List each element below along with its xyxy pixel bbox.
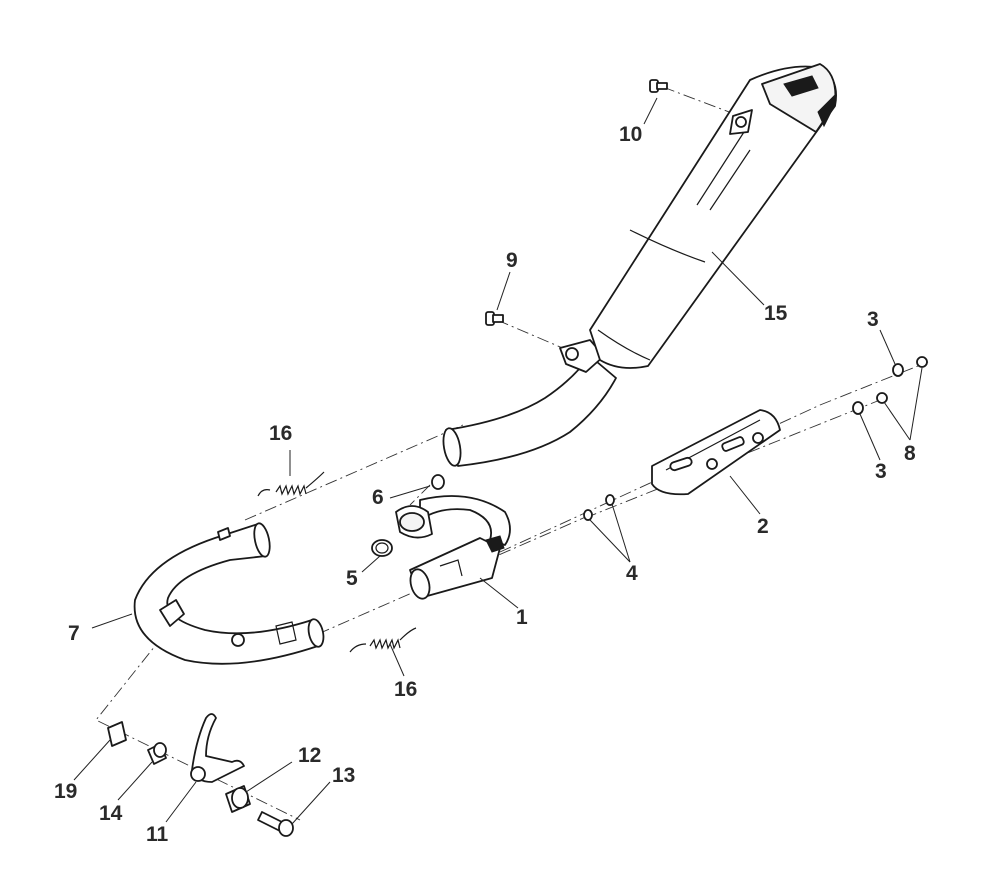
callout-2: 2 (757, 515, 769, 538)
callout-5: 5 (346, 567, 358, 590)
callout-12: 12 (298, 744, 321, 767)
bolt-part-13 (257, 811, 294, 837)
nut-part-6 (431, 474, 445, 490)
callout-11: 11 (146, 823, 169, 846)
callout-10: 10 (619, 123, 642, 146)
callout-19: 19 (54, 780, 77, 803)
clip-part-19 (107, 721, 127, 747)
spring-part-16-upper (257, 471, 325, 497)
callout-13: 13 (332, 764, 355, 787)
heat-shield-part-2 (651, 409, 781, 496)
callout-3-upper: 3 (867, 308, 879, 331)
callout-9: 9 (506, 249, 518, 272)
callout-3-lower: 3 (875, 460, 887, 483)
callout-4: 4 (626, 562, 638, 585)
callout-7: 7 (68, 622, 80, 645)
collector-part-1 (409, 535, 505, 600)
spring-part-16-lower (349, 627, 417, 653)
callout-6: 6 (372, 486, 384, 509)
bolt-part-10 (649, 79, 668, 93)
silencer-part-15 (442, 63, 837, 467)
bracket-part-11 (190, 713, 245, 783)
callout-8: 8 (904, 442, 916, 465)
bolt-part-8 (876, 356, 928, 404)
bolt-part-9 (485, 311, 504, 326)
spacer-part-14 (147, 742, 167, 765)
header-pipe-part-7 (133, 522, 325, 665)
callout-16-lower: 16 (394, 678, 417, 701)
gasket-part-5 (371, 539, 393, 557)
callout-labels: 1 2 3 3 4 5 6 7 8 9 10 11 12 13 14 15 16… (54, 123, 916, 846)
callout-14: 14 (99, 802, 123, 825)
callout-1: 1 (516, 606, 528, 629)
nut-part-4 (583, 494, 615, 521)
callout-15: 15 (764, 302, 788, 325)
callout-16-upper: 16 (269, 422, 292, 445)
washer-part-3 (852, 363, 904, 415)
leader-lines (73, 97, 923, 825)
rubber-mount-part-12 (225, 785, 251, 813)
header-pipe-rear (395, 495, 511, 546)
